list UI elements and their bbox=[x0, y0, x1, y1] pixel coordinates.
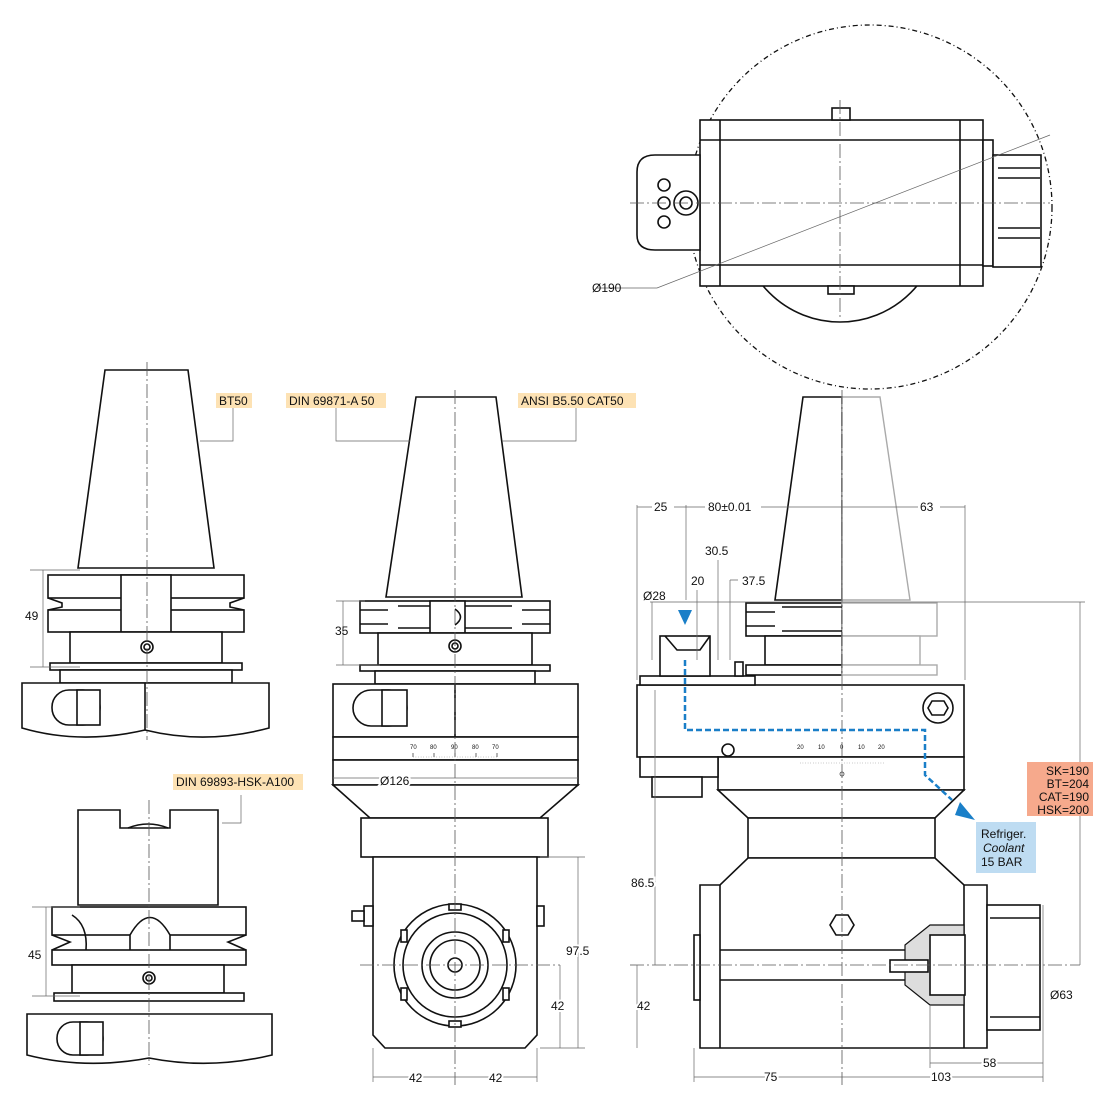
svg-text:Refriger.: Refriger. bbox=[981, 827, 1026, 841]
dim-35: 35 bbox=[335, 624, 349, 638]
svg-text:15 BAR: 15 BAR bbox=[981, 855, 1023, 869]
dim-20: 20 bbox=[691, 574, 705, 588]
dim-d63: Ø63 bbox=[1050, 988, 1073, 1002]
bt50-view: BT50 49 bbox=[21, 362, 270, 740]
taper bbox=[77, 369, 215, 569]
dim-126: Ø126 bbox=[380, 774, 410, 788]
svg-text:80: 80 bbox=[430, 745, 437, 751]
lower-housing-right bbox=[699, 857, 988, 1049]
svg-text:BT=204: BT=204 bbox=[1047, 777, 1090, 791]
dim-d28: Ø28 bbox=[643, 589, 666, 603]
dim-42-vertical: 42 bbox=[551, 999, 565, 1013]
dim-37-5: 37.5 bbox=[742, 574, 766, 588]
dim-25: 25 bbox=[654, 500, 668, 514]
svg-text:70: 70 bbox=[410, 745, 417, 751]
drive-slot bbox=[120, 574, 172, 633]
dim-30-5: 30.5 bbox=[705, 544, 729, 558]
dim-86-5: 86.5 bbox=[631, 876, 655, 890]
side-block bbox=[636, 154, 701, 251]
label-hsk: DIN 69893-HSK-A100 bbox=[176, 775, 294, 789]
svg-text:CAT=190: CAT=190 bbox=[1039, 790, 1089, 804]
svg-text:80: 80 bbox=[472, 745, 479, 751]
dim-75: 75 bbox=[764, 1070, 778, 1084]
hsk-view: DIN 69893-HSK-A100 45 bbox=[26, 774, 303, 1065]
overall-length-box: SK=190 BT=204 CAT=190 HSK=200 bbox=[1027, 762, 1093, 817]
dim-63: 63 bbox=[920, 500, 934, 514]
dim-42-right: 42 bbox=[489, 1071, 503, 1085]
top-detail-view: Ø190 bbox=[592, 24, 1053, 390]
coolant-path bbox=[683, 660, 953, 801]
svg-text:20: 20 bbox=[797, 745, 804, 751]
svg-text:10: 10 bbox=[818, 745, 825, 751]
svg-text:SK=190: SK=190 bbox=[1046, 764, 1089, 778]
svg-text:10: 10 bbox=[858, 745, 865, 751]
dim-58: 58 bbox=[983, 1056, 997, 1070]
label-ansi: ANSI B5.50 CAT50 bbox=[521, 394, 624, 408]
dim-80: 80±0.01 bbox=[708, 500, 752, 514]
detail-circle-dashed bbox=[687, 24, 1053, 390]
right-view: 20 10 0 10 20 25 80±0.01 bbox=[629, 390, 1093, 1086]
svg-text:70: 70 bbox=[492, 745, 499, 751]
dim-42-left: 42 bbox=[409, 1071, 423, 1085]
svg-text:20: 20 bbox=[878, 745, 885, 751]
collet-nut bbox=[992, 154, 1042, 268]
svg-text:HSK=200: HSK=200 bbox=[1037, 803, 1089, 817]
center-view: 70 80 90 80 70 DIN 69871-A 50 ANSI B5.50… bbox=[286, 390, 636, 1087]
dim-45: 45 bbox=[28, 948, 42, 962]
label-din69871: DIN 69871-A 50 bbox=[289, 394, 375, 408]
top-diameter-label: Ø190 bbox=[592, 281, 622, 295]
dim-103: 103 bbox=[931, 1070, 951, 1084]
dim-97-5: 97.5 bbox=[566, 944, 590, 958]
dim-49: 49 bbox=[25, 609, 39, 623]
coolant-box: Refriger. Coolant 15 BAR bbox=[976, 822, 1036, 873]
svg-text:Coolant: Coolant bbox=[983, 841, 1025, 855]
collet-nut-right bbox=[986, 904, 1041, 1031]
coolant-out-arrow bbox=[955, 802, 975, 820]
label-bt50: BT50 bbox=[219, 394, 248, 408]
dim-42-right-view: 42 bbox=[637, 999, 651, 1013]
hsk-shank bbox=[77, 809, 219, 906]
coolant-in-arrow bbox=[678, 610, 692, 625]
